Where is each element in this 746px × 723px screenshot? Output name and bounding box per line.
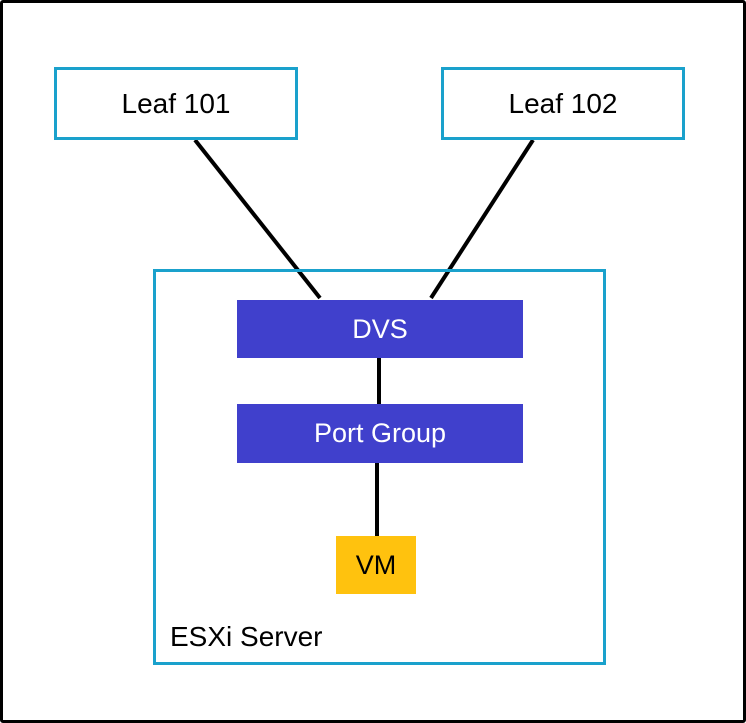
leaf-101-label: Leaf 101 bbox=[121, 87, 231, 119]
dvs-node: DVS bbox=[237, 300, 523, 358]
vm-label: VM bbox=[355, 549, 397, 580]
leaf-102-label: Leaf 102 bbox=[508, 87, 618, 119]
vm-node: VM bbox=[336, 536, 416, 594]
esxi-server-label: ESXi Server bbox=[170, 621, 323, 652]
port-group-node: Port Group bbox=[237, 404, 523, 463]
esxi-server-container bbox=[153, 269, 606, 665]
leaf-101-node: Leaf 101 bbox=[54, 67, 298, 140]
port-group-label: Port Group bbox=[313, 418, 447, 448]
leaf-102-node: Leaf 102 bbox=[441, 67, 685, 140]
dvs-label: DVS bbox=[352, 313, 408, 344]
